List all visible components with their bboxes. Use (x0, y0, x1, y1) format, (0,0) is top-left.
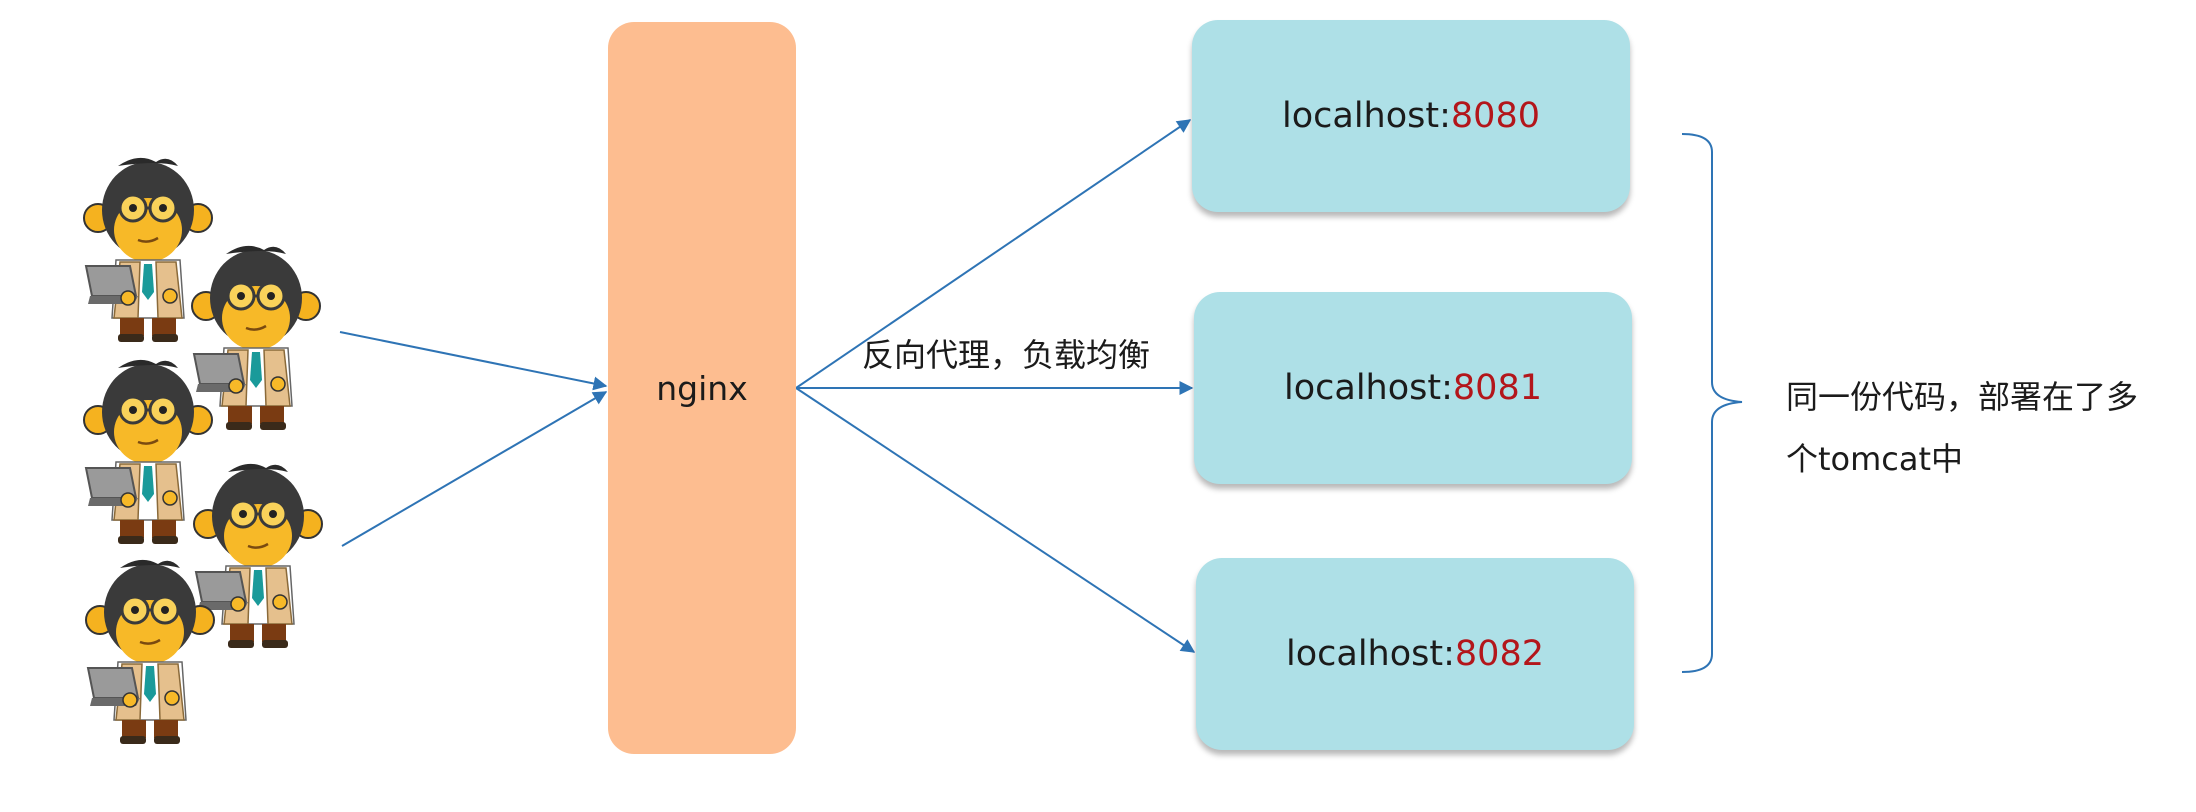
user-monkey-icon (82, 156, 214, 344)
user-monkey-icon (190, 244, 322, 432)
server-port: 8082 (1454, 634, 1544, 674)
server-host: localhost: (1282, 96, 1451, 136)
server-port: 8081 (1452, 368, 1542, 408)
server-host: localhost: (1284, 368, 1453, 408)
right-brace (1681, 133, 1743, 673)
arrow-nginx-to-server-3 (795, 387, 1196, 653)
server-box-8080: localhost:8080 (1192, 20, 1630, 212)
arrow-user-to-nginx-top (339, 331, 608, 391)
server-port: 8080 (1450, 96, 1540, 136)
nginx-proxy-box: nginx (608, 22, 796, 754)
proxy-edge-label: 反向代理，负载均衡 (862, 336, 1151, 374)
note-line-2: 个tomcat中 (1786, 440, 1964, 478)
server-box-8082: localhost:8082 (1196, 558, 1634, 750)
deployment-note: 同一份代码，部署在了多 个tomcat中 (1786, 366, 2186, 490)
server-host: localhost: (1286, 634, 1455, 674)
user-monkey-icon (84, 558, 216, 746)
arrow-nginx-to-server-1 (795, 119, 1192, 389)
nginx-label: nginx (656, 368, 748, 408)
server-box-8081: localhost:8081 (1194, 292, 1632, 484)
user-monkey-icon (82, 358, 214, 546)
arrow-user-to-nginx-bottom (341, 391, 608, 547)
note-line-1: 同一份代码，部署在了多 (1786, 378, 2139, 416)
